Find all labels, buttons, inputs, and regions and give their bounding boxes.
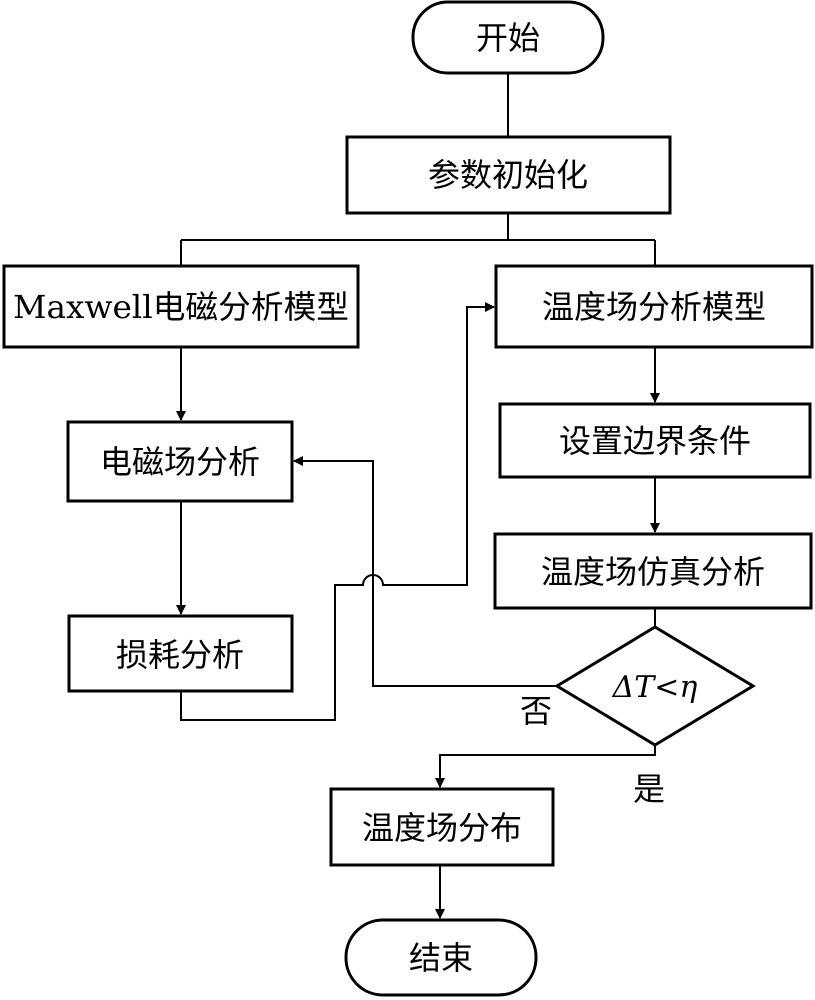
temp-dist-node: 温度场分布	[329, 787, 555, 867]
boundary-node: 设置边界条件	[498, 402, 812, 479]
connectors	[176, 73, 660, 919]
loss-node: 损耗分析	[67, 614, 294, 693]
boundary-label: 设置边界条件	[559, 422, 751, 460]
maxwell-label: Maxwell电磁分析模型	[13, 288, 349, 326]
no-label: 否	[520, 692, 552, 730]
decision-label: ΔT<η	[612, 670, 698, 705]
loss-label: 损耗分析	[116, 636, 244, 674]
end-label: 结束	[409, 939, 473, 977]
end-node: 结束	[344, 918, 538, 997]
temp-model-label: 温度场分析模型	[542, 288, 766, 326]
decision-node: ΔT<η	[554, 625, 756, 747]
edge-loss-tempmodel	[180, 302, 495, 721]
edge-decision-yes	[435, 745, 656, 788]
yes-label: 是	[633, 770, 665, 808]
maxwell-node: Maxwell电磁分析模型	[2, 264, 360, 349]
temp-sim-node: 温度场仿真分析	[493, 532, 813, 610]
temp-model-node: 温度场分析模型	[494, 264, 814, 349]
init-label: 参数初始化	[428, 156, 588, 194]
temp-dist-label: 温度场分布	[362, 809, 522, 847]
start-node: 开始	[411, 0, 605, 75]
init-node: 参数初始化	[345, 135, 672, 215]
em-analysis-node: 电磁场分析	[66, 420, 294, 503]
em-analysis-label: 电磁场分析	[100, 443, 260, 481]
start-label: 开始	[476, 19, 540, 57]
temp-sim-label: 温度场仿真分析	[541, 553, 765, 591]
edge-decision-no	[293, 456, 557, 687]
